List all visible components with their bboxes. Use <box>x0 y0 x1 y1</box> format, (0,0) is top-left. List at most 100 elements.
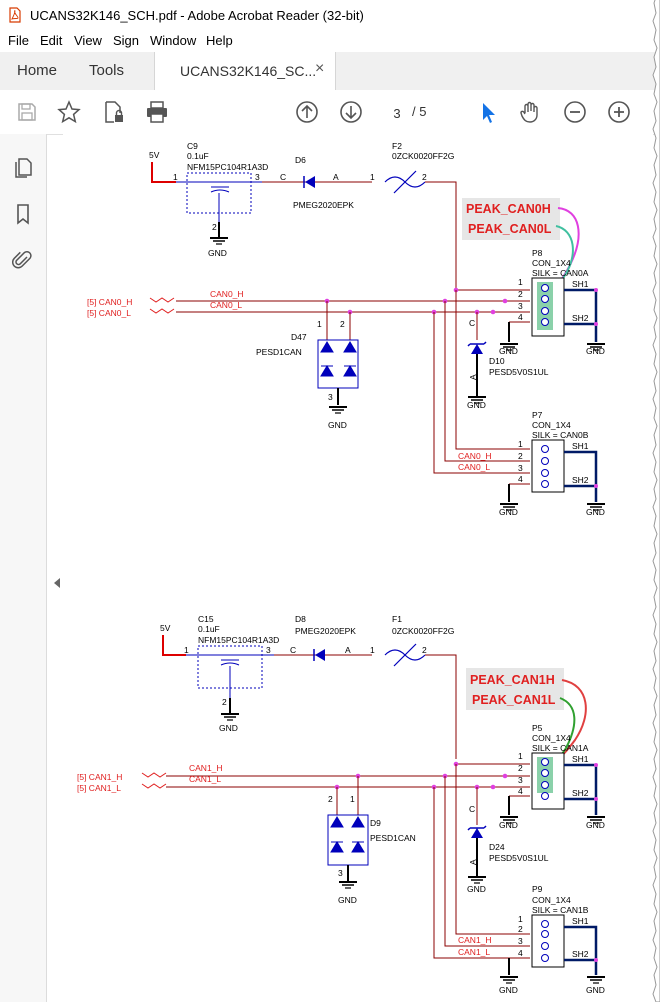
svg-text:GND: GND <box>499 820 518 830</box>
svg-text:SILK = CAN1A: SILK = CAN1A <box>532 743 589 753</box>
svg-text:CAN1_L: CAN1_L <box>189 774 221 784</box>
svg-text:3: 3 <box>518 463 523 473</box>
svg-text:A: A <box>333 172 339 182</box>
svg-text:PMEG2020EPK: PMEG2020EPK <box>293 200 354 210</box>
svg-text:CON_1X4: CON_1X4 <box>532 258 571 268</box>
svg-text:3: 3 <box>518 936 523 946</box>
tab-document[interactable]: UCANS32K146_SC... × <box>154 52 336 91</box>
menu-view[interactable]: View <box>74 33 102 48</box>
svg-text:CAN0_H: CAN0_H <box>458 451 492 461</box>
menu-window[interactable]: Window <box>150 33 197 48</box>
svg-text:4: 4 <box>518 312 523 322</box>
menu-sign[interactable]: Sign <box>113 33 140 48</box>
svg-text:P5: P5 <box>532 723 543 733</box>
svg-text:C: C <box>469 804 475 814</box>
attachment-icon[interactable] <box>12 248 34 272</box>
svg-text:GND: GND <box>208 248 227 258</box>
svg-text:SH1: SH1 <box>572 279 589 289</box>
svg-text:1: 1 <box>173 172 178 182</box>
svg-text:GND: GND <box>467 884 486 894</box>
svg-text:CAN0_H: CAN0_H <box>210 289 244 299</box>
title-bar: UCANS32K146_SCH.pdf - Adobe Acrobat Read… <box>0 0 660 30</box>
collapse-pane-icon[interactable] <box>52 577 62 589</box>
svg-text:C: C <box>469 318 475 328</box>
zoom-out-icon[interactable] <box>560 97 590 127</box>
svg-text:GND: GND <box>338 895 357 905</box>
protect-file-icon[interactable] <box>98 97 128 127</box>
svg-text:CAN0_L: CAN0_L <box>458 462 490 472</box>
acrobat-app-icon <box>9 7 21 23</box>
bookmark-icon[interactable] <box>12 202 34 226</box>
svg-text:3: 3 <box>255 172 260 182</box>
svg-text:2: 2 <box>422 172 427 182</box>
document-view[interactable]: 5V 1 C9 0.1uF NFM15PC104R1A3D 3 2 GND D6… <box>63 134 653 1002</box>
page-number-input[interactable] <box>383 102 411 124</box>
select-cursor-icon[interactable] <box>473 97 503 127</box>
net-can1-l: [5] CAN1_L <box>77 783 121 793</box>
star-icon[interactable] <box>54 97 84 127</box>
page-total: / 5 <box>412 104 427 119</box>
svg-text:2: 2 <box>518 763 523 773</box>
tab-home[interactable]: Home <box>0 52 74 90</box>
svg-text:F1: F1 <box>392 614 402 624</box>
svg-text:3: 3 <box>266 645 271 655</box>
print-icon[interactable] <box>142 97 172 127</box>
can0-circuit: 5V 1 C9 0.1uF NFM15PC104R1A3D 3 2 GND D6… <box>87 141 606 517</box>
svg-text:C9: C9 <box>187 141 198 151</box>
svg-text:C: C <box>280 172 286 182</box>
svg-text:CAN0_L: CAN0_L <box>210 300 242 310</box>
svg-text:1: 1 <box>317 319 322 329</box>
save-icon[interactable] <box>12 97 42 127</box>
svg-text:CON_1X4: CON_1X4 <box>532 420 571 430</box>
svg-text:SH2: SH2 <box>572 788 589 798</box>
svg-text:0ZCK0020FF2G: 0ZCK0020FF2G <box>392 151 454 161</box>
peak-can1l-label: PEAK_CAN1L <box>472 693 556 707</box>
svg-text:2: 2 <box>518 451 523 461</box>
svg-text:PESD1CAN: PESD1CAN <box>370 833 416 843</box>
net-can1-h: [5] CAN1_H <box>77 772 122 782</box>
svg-text:GND: GND <box>586 985 605 995</box>
menu-file[interactable]: File <box>8 33 29 48</box>
tab-tools[interactable]: Tools <box>74 52 154 90</box>
svg-text:SILK = CAN0B: SILK = CAN0B <box>532 430 589 440</box>
pages-icon[interactable] <box>12 156 34 180</box>
menu-help[interactable]: Help <box>206 33 233 48</box>
svg-text:GND: GND <box>467 400 486 410</box>
svg-text:A: A <box>345 645 351 655</box>
svg-text:SILK = CAN1B: SILK = CAN1B <box>532 905 589 915</box>
svg-text:5V: 5V <box>160 623 171 633</box>
tab-close-icon[interactable]: × <box>315 60 325 77</box>
svg-text:NFM15PC104R1A3D: NFM15PC104R1A3D <box>187 162 268 172</box>
svg-text:D47: D47 <box>291 332 307 342</box>
menu-edit[interactable]: Edit <box>40 33 63 48</box>
svg-text:A: A <box>468 859 478 865</box>
svg-text:2: 2 <box>340 319 345 329</box>
svg-text:A: A <box>468 374 478 380</box>
svg-text:1: 1 <box>518 751 523 761</box>
svg-text:CAN1_L: CAN1_L <box>458 947 490 957</box>
svg-text:D8: D8 <box>295 614 306 624</box>
svg-text:PESD1CAN: PESD1CAN <box>256 347 302 357</box>
hand-icon[interactable] <box>516 97 546 127</box>
can1-circuit: 5V 1 C15 0.1uF NFM15PC104R1A3D 3 2 GND D… <box>77 614 606 995</box>
svg-text:P7: P7 <box>532 410 543 420</box>
svg-text:3: 3 <box>518 301 523 311</box>
svg-text:0ZCK0020FF2G: 0ZCK0020FF2G <box>392 626 454 636</box>
menu-bar: File Edit View Sign Window Help <box>0 30 660 52</box>
svg-text:1: 1 <box>518 439 523 449</box>
svg-text:CAN1_H: CAN1_H <box>458 935 492 945</box>
net-can0-l: [5] CAN0_L <box>87 308 131 318</box>
svg-text:GND: GND <box>499 985 518 995</box>
svg-text:3: 3 <box>338 868 343 878</box>
svg-text:D24: D24 <box>489 842 505 852</box>
page-down-icon[interactable] <box>336 97 366 127</box>
svg-text:D10: D10 <box>489 356 505 366</box>
left-navigation-pane <box>0 134 47 1002</box>
svg-text:1: 1 <box>350 794 355 804</box>
power-label: 5V <box>149 150 160 160</box>
page-up-icon[interactable] <box>292 97 322 127</box>
tab-document-label: UCANS32K146_SC... <box>180 63 317 79</box>
zoom-in-icon[interactable] <box>604 97 634 127</box>
svg-text:4: 4 <box>518 474 523 484</box>
tab-home-label: Home <box>17 62 58 79</box>
